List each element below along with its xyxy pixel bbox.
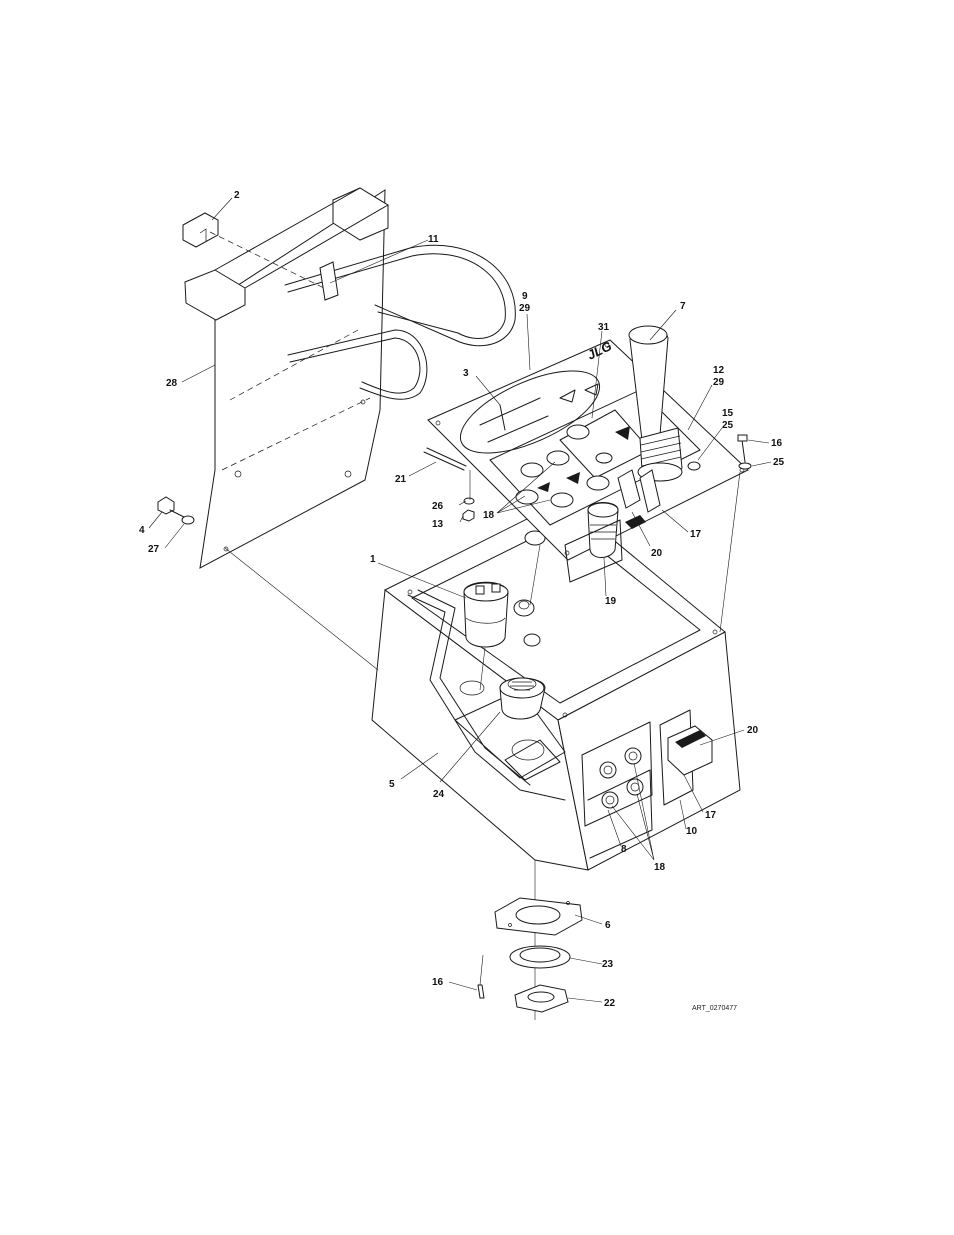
joystick-part: [628, 325, 683, 482]
callout-20: 20: [651, 548, 663, 559]
control-box-body: [371, 499, 741, 871]
callout-18: 18: [483, 510, 495, 521]
key-switch-part: [564, 502, 623, 583]
callout-17: 17: [690, 529, 702, 540]
control-panel-plate: [427, 339, 749, 561]
side-toggle-switch: [667, 725, 713, 776]
callout-19: 19: [605, 596, 617, 607]
panel-toggle-switch: [617, 469, 661, 529]
screw-washer-upper: [737, 434, 752, 470]
callout-28: 28: [166, 378, 178, 389]
callout-27: 27: [148, 544, 160, 555]
callout-29: 29: [519, 303, 531, 314]
callout-6: 6: [605, 920, 611, 931]
box-top-knobs: [513, 530, 546, 647]
callout-4: 4: [139, 525, 145, 536]
callout-13: 13: [432, 519, 444, 530]
leader-lines: [148, 197, 772, 1003]
callout-21: 21: [395, 474, 407, 485]
callout-10: 10: [686, 826, 698, 837]
rod-part: [423, 447, 467, 471]
panel-nut: [687, 461, 701, 471]
callout-18b: 18: [654, 862, 666, 873]
callout-22: 22: [604, 998, 616, 1009]
callout-5: 5: [389, 779, 395, 790]
callout-26: 26: [432, 501, 444, 512]
callout-labels: 2 11 9 29 31 7 3 12 29 15 25 16 25 28 21…: [139, 190, 785, 1009]
panel-buttons: [515, 424, 630, 508]
callout-31: 31: [598, 322, 610, 333]
rear-guard-panel: [199, 189, 386, 569]
washer-nut-left: [462, 497, 475, 522]
callout-12: 12: [713, 365, 725, 376]
callout-1: 1: [370, 554, 376, 565]
callout-25: 25: [722, 420, 734, 431]
callout-24: 24: [433, 789, 445, 800]
callout-3: 3: [463, 368, 469, 379]
callout-15: 15: [722, 408, 734, 419]
callout-25b: 25: [773, 457, 785, 468]
bracket-part: [182, 212, 329, 291]
connector-part: [499, 677, 546, 720]
callout-20b: 20: [747, 725, 759, 736]
panel-caps: [184, 187, 389, 321]
tubular-handle: [284, 244, 516, 400]
bolt-washer-left: [157, 496, 195, 525]
assembly-lines: [224, 470, 741, 691]
emergency-stop-part: [463, 581, 509, 648]
callout-11: 11: [428, 234, 439, 245]
callout-23: 23: [602, 959, 614, 970]
callout-8: 8: [621, 844, 627, 855]
callout-9: 9: [522, 291, 528, 302]
callout-7: 7: [680, 301, 686, 312]
callout-29b: 29: [713, 377, 725, 388]
callout-2: 2: [234, 190, 240, 201]
callout-17b: 17: [705, 810, 717, 821]
art-id-label: ART_0270477: [692, 1005, 737, 1012]
callout-16b: 16: [432, 977, 444, 988]
lower-mounting-parts: [477, 860, 583, 1020]
side-button-cluster: [581, 721, 653, 827]
callout-16: 16: [771, 438, 783, 449]
